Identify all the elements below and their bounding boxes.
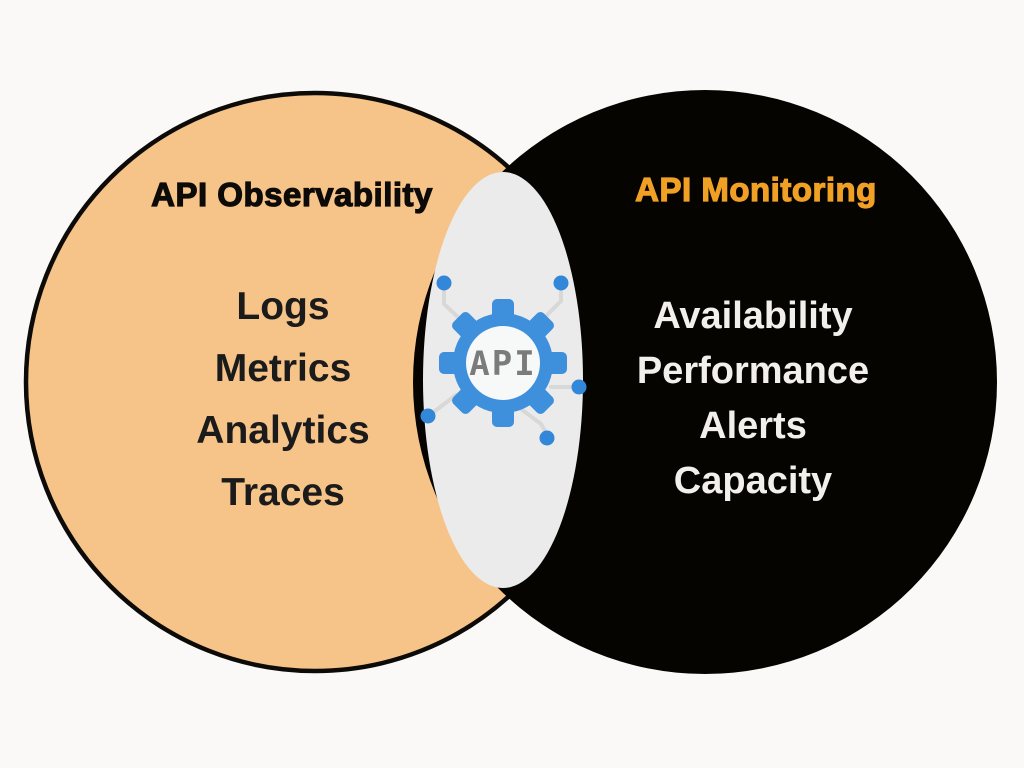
api-gear-icon: API bbox=[439, 299, 567, 427]
list-item-capacity: Capacity bbox=[673, 460, 833, 502]
list-item-alerts: Alerts bbox=[699, 405, 807, 447]
list-item-analytics: Analytics bbox=[196, 409, 370, 452]
list-item-metrics: Metrics bbox=[214, 347, 352, 390]
left-circle-list: Logs Metrics Analytics Traces bbox=[196, 276, 369, 524]
left-circle-title: API Observability bbox=[151, 175, 433, 213]
circuit-lines bbox=[429, 289, 575, 433]
right-circle-title: API Monitoring bbox=[635, 170, 877, 208]
list-item-logs: Logs bbox=[236, 285, 330, 328]
list-item-performance: Performance bbox=[636, 350, 870, 392]
circuit-nodes bbox=[420, 275, 587, 446]
list-item-availability: Availability bbox=[653, 295, 853, 337]
api-label: API bbox=[469, 344, 536, 384]
list-item-traces: Traces bbox=[221, 471, 345, 514]
right-circle-list: Availability Performance Alerts Capacity bbox=[637, 289, 869, 509]
gear-inner-circle bbox=[466, 326, 540, 400]
